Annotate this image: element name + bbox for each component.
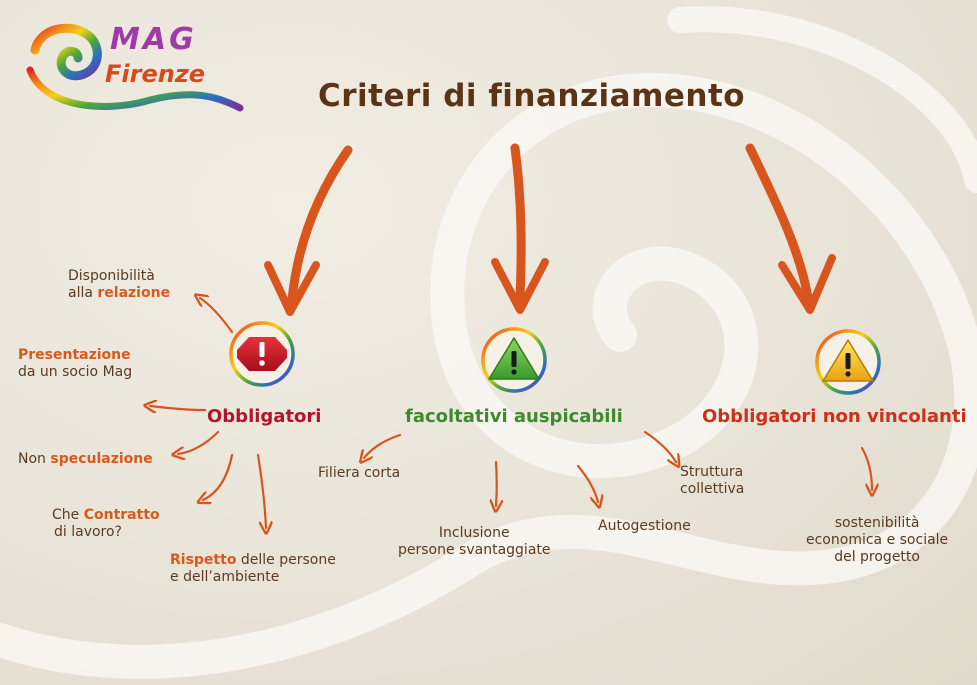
item-disponibilita-line2b: relazione xyxy=(97,284,171,301)
logo-swirl-icon xyxy=(26,23,244,112)
item-contratto-line2: di lavoro? xyxy=(54,523,122,540)
warning-green-icon xyxy=(481,327,547,393)
item-struttura: Struttura collettiva xyxy=(680,464,744,498)
item-speculazione: Non speculazione xyxy=(18,451,153,468)
item-inclusione: Inclusione persone svantaggiate xyxy=(398,525,551,559)
logo-firenze: Firenze xyxy=(105,60,206,88)
item-presentazione-line2: da un socio Mag xyxy=(18,363,133,380)
item-speculazione-line1a: Non xyxy=(18,451,51,467)
diagram-title: Criteri di finanziamento xyxy=(318,78,746,114)
item-autogestione: Autogestione xyxy=(598,518,691,534)
non-vincolanti-arrows xyxy=(860,446,872,490)
item-disponibilita: Disponibilità alla relazione xyxy=(68,268,170,302)
warning-red-icon xyxy=(229,321,295,387)
category-facoltativi: facoltativi auspicabili xyxy=(405,406,623,427)
item-rispetto-line1a: Rispetto xyxy=(170,552,237,568)
item-presentazione: Presentazione da un socio Mag xyxy=(18,347,132,381)
item-sostenibilita-line3: del progetto xyxy=(834,548,920,565)
item-struttura-line2: collettiva xyxy=(680,480,745,497)
item-sostenibilita: sostenibilità economica e sociale del pr… xyxy=(806,515,948,565)
item-speculazione-line1b: speculazione xyxy=(50,451,153,467)
main-arrows xyxy=(264,143,836,316)
item-filiera: Filiera corta xyxy=(318,465,401,481)
background-swirl xyxy=(0,6,977,679)
item-sostenibilita-line2: economica e sociale xyxy=(806,531,949,548)
item-inclusione-line1: Inclusione xyxy=(438,525,510,541)
item-struttura-line1: Struttura xyxy=(680,464,744,480)
item-presentazione-line1: Presentazione xyxy=(18,347,131,363)
item-rispetto: Rispetto delle persone e dell’ambiente xyxy=(170,552,336,586)
item-contratto-line1b: Contratto xyxy=(83,507,160,523)
obbligatori-arrows xyxy=(150,298,266,528)
category-non-vincolanti: Obbligatori non vincolanti xyxy=(702,406,967,427)
item-rispetto-line1b: delle persone xyxy=(236,552,336,568)
category-obbligatori: Obbligatori xyxy=(207,406,322,427)
item-disponibilita-line2a: alla xyxy=(68,284,98,301)
item-sostenibilita-line1: sostenibilità xyxy=(834,515,920,531)
warning-yellow-icon xyxy=(815,329,881,395)
item-rispetto-line2: e dell’ambiente xyxy=(170,568,280,585)
item-contratto-line1a: Che xyxy=(52,507,84,523)
item-inclusione-line2: persone svantaggiate xyxy=(398,541,551,558)
facoltativi-arrows xyxy=(364,430,676,506)
item-contratto: Che Contratto di lavoro? xyxy=(52,507,160,541)
logo-mag: MAG xyxy=(110,22,197,57)
item-disponibilita-line1: Disponibilità xyxy=(68,268,155,284)
